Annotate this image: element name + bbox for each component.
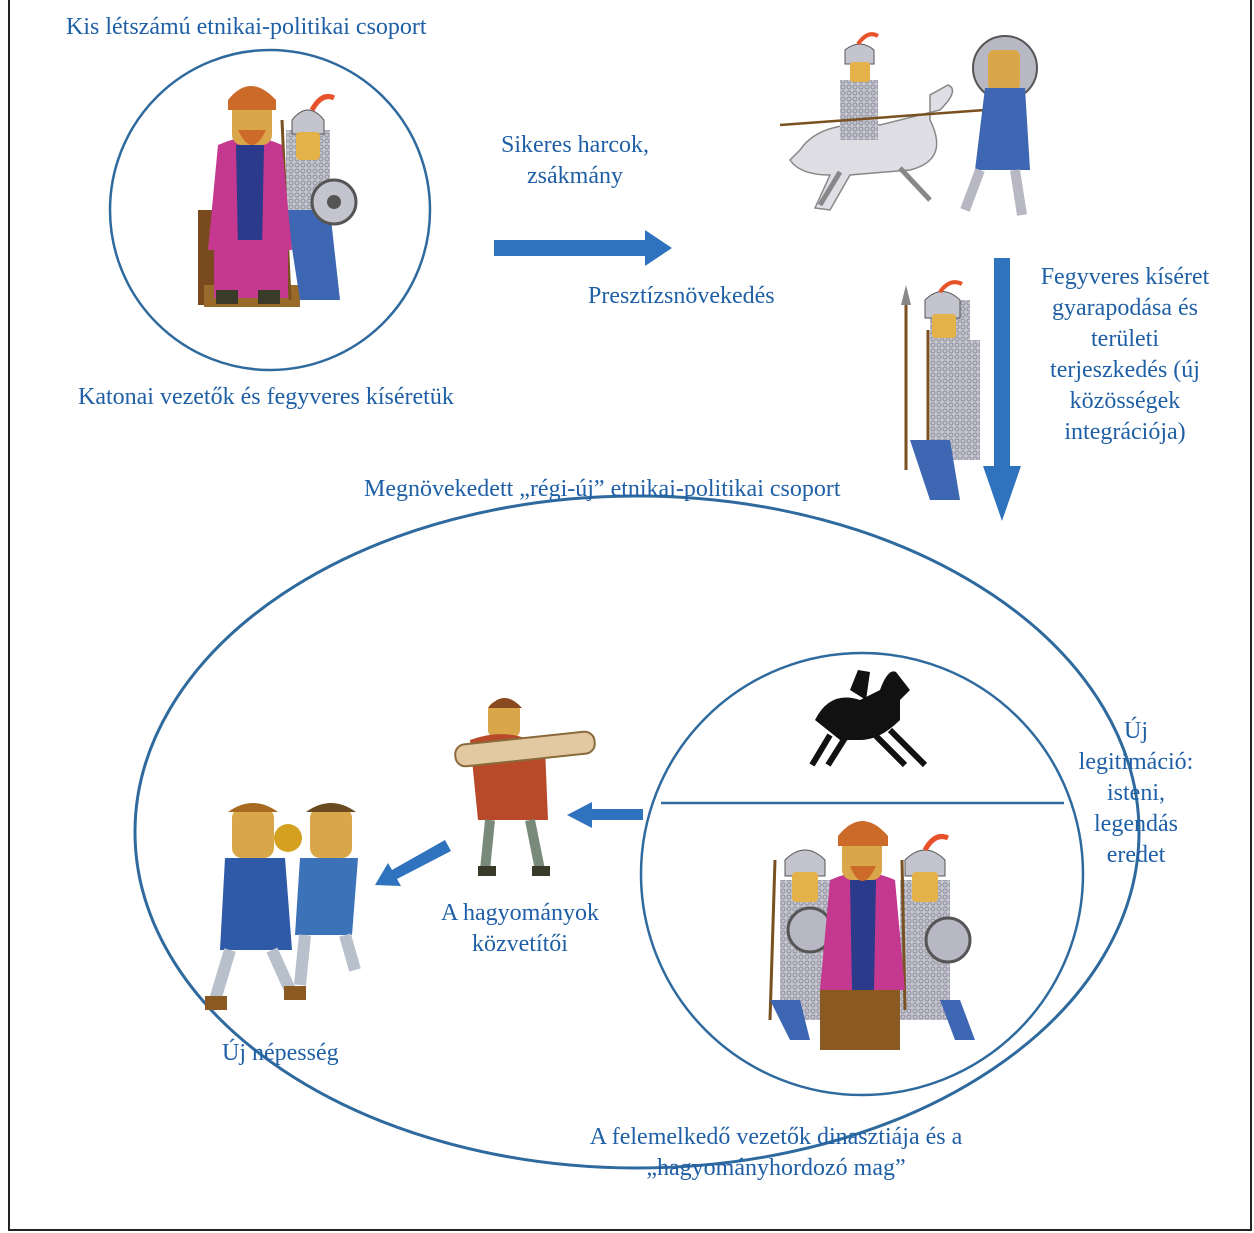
new-population-people-icon <box>205 803 361 1010</box>
horseman-spearing-foot-soldier-icon <box>779 32 1038 216</box>
arrow-down <box>983 258 1021 521</box>
musician-with-instrument-icon <box>454 698 596 876</box>
arrow-left-down <box>375 840 451 886</box>
label-small-group: Kis létszámú etnikai-politikai csoport <box>66 14 427 40</box>
label-armed-retinue: Fegyveres kíséret gyarapodása és terület… <box>1040 264 1210 445</box>
label-military-leaders: Katonai vezetők és fegyveres kíséretük <box>78 384 454 410</box>
seated-leader-with-guard-icon <box>198 86 358 307</box>
label-new-legitimation: Új legitimáció: isteni, legendás eredet <box>1078 718 1194 868</box>
diagram-frame <box>8 0 1252 1231</box>
label-rising-dynasty: A felemelkedő vezetők dinasztiája és a „… <box>589 1124 963 1181</box>
label-enlarged-group: Megnövekedett „régi-új” etnikai-politika… <box>364 476 841 502</box>
label-prestige-growth: Presztízsnövekedés <box>588 283 775 309</box>
dynasty-circle <box>639 651 1085 1097</box>
arrow-left-1 <box>567 802 643 828</box>
arrow-right <box>494 230 672 266</box>
enlarged-group-ellipse <box>133 494 1141 1170</box>
armed-retinue-soldiers-icon <box>901 280 980 500</box>
black-horseman-figure-icon <box>809 670 928 768</box>
label-tradition-mediators: A hagyományok közvetítői <box>441 900 599 957</box>
leader-dynasty-with-guards-icon <box>768 821 975 1050</box>
label-new-population: Új népesség <box>222 1040 339 1066</box>
label-successful-battles: Sikeres harcok, zsákmány <box>501 132 649 189</box>
small-group-circle <box>108 48 432 372</box>
